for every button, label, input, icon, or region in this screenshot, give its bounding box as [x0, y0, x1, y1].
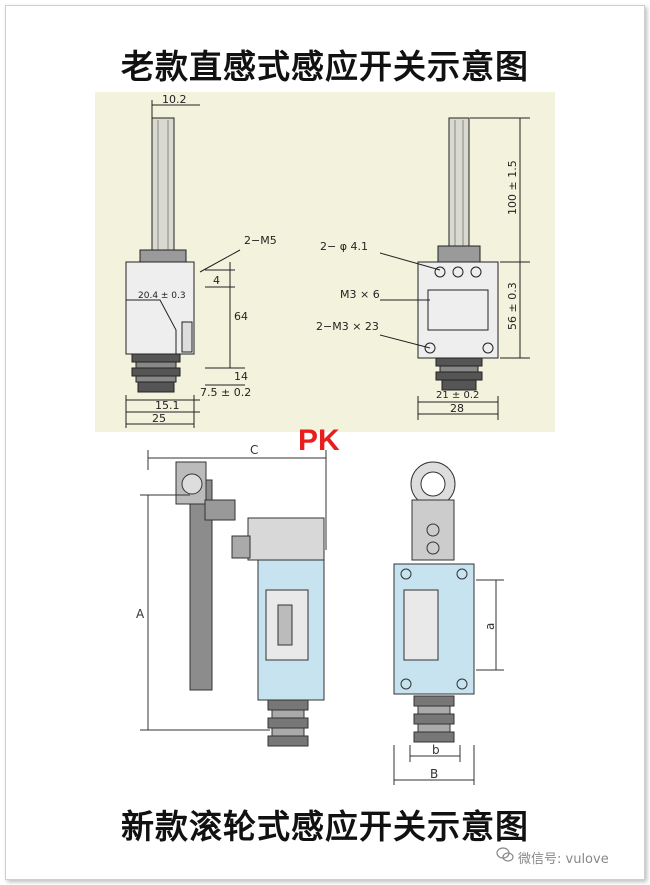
- new-left-gland: [267, 699, 309, 747]
- new-switch-drawing: A C a b B: [136, 443, 504, 785]
- dim-21: 21 ± 0.2: [436, 390, 479, 401]
- dim-m3x6: M3 × 6: [340, 288, 380, 301]
- title-old-switch: 老款直感式感应开关示意图: [121, 47, 529, 86]
- dim-56: 56 ± 0.3: [506, 282, 519, 330]
- old-right-gland: [435, 357, 483, 391]
- dim-a: a: [483, 623, 497, 630]
- new-right-gland: [413, 695, 455, 743]
- dim-phi-4-1: 2− φ 4.1: [320, 240, 368, 253]
- dim-4: 4: [213, 274, 220, 287]
- wechat-icon: [496, 847, 514, 862]
- dim-10-2: 10.2: [162, 93, 187, 106]
- new-left-head: [247, 517, 325, 561]
- dim-15-1: 15.1: [155, 399, 180, 412]
- dim-2m3x23: 2−M3 × 23: [316, 320, 379, 333]
- old-left-plunger: [151, 117, 175, 254]
- dim-25: 25: [152, 412, 166, 425]
- brand-label: PK: [298, 424, 340, 457]
- old-left-gland: [131, 353, 181, 393]
- dim-B: B: [430, 767, 438, 781]
- dim-C: C: [250, 443, 258, 457]
- watermark-text: 微信号: vulove: [518, 852, 609, 867]
- dim-7-5: 7.5 ± 0.2: [200, 386, 251, 399]
- old-switch-drawing: 10.2 2−M5 4 20.4 ± 0.3 64 14 7.5 ± 0.2 1…: [125, 93, 530, 428]
- dim-64: 64: [234, 310, 248, 323]
- title-new-switch: 新款滚轮式感应开关示意图: [121, 807, 529, 846]
- dim-b: b: [432, 743, 440, 757]
- dim-A: A: [136, 607, 145, 621]
- dim-100: 100 ± 1.5: [506, 160, 519, 215]
- dim-20-4: 20.4 ± 0.3: [138, 291, 186, 301]
- dim-2m5: 2−M5: [244, 234, 277, 247]
- dim-14: 14: [234, 370, 248, 383]
- old-right-plunger: [448, 117, 470, 249]
- dim-28: 28: [450, 402, 464, 415]
